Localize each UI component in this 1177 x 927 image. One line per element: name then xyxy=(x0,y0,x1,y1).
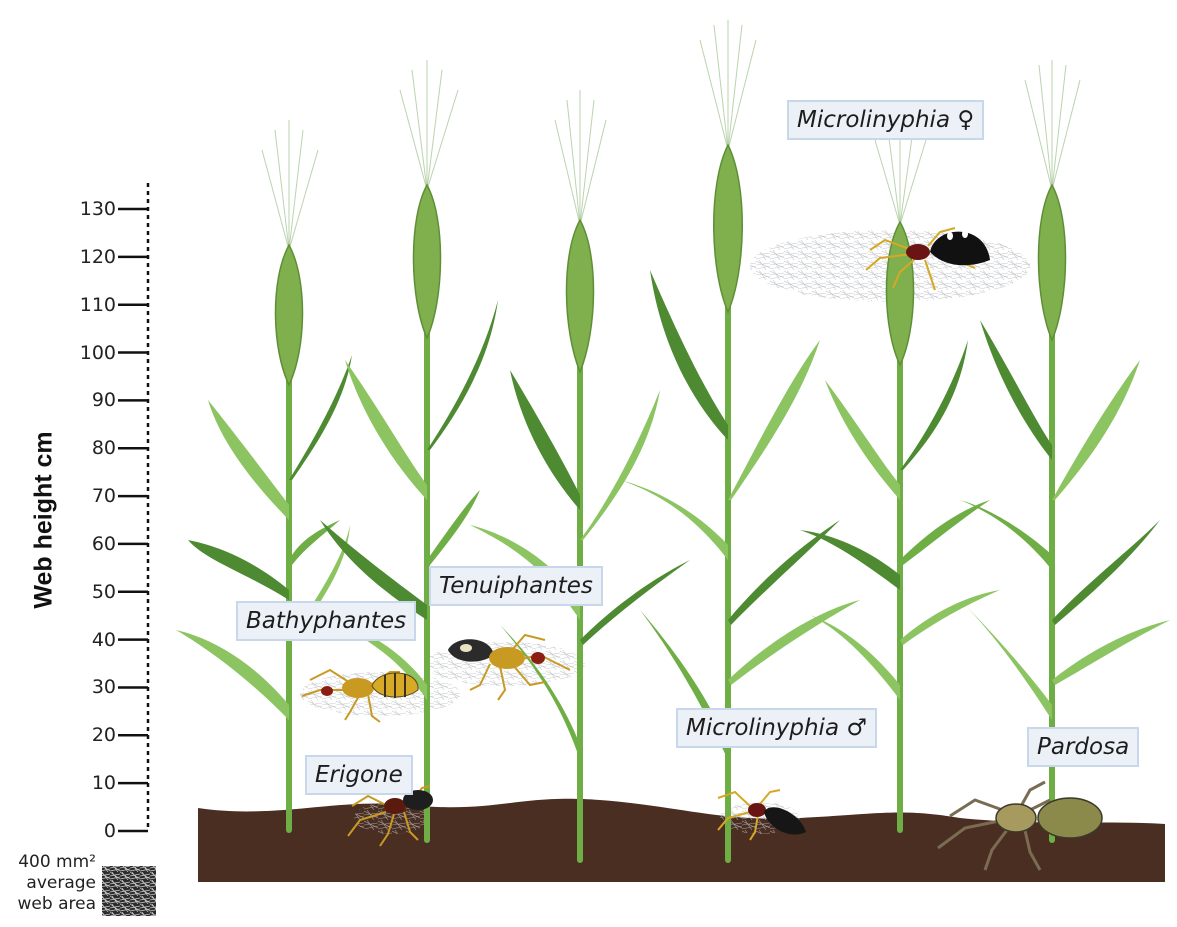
axis-tick-label: 30 xyxy=(58,677,116,697)
axis-tick-label: 50 xyxy=(58,582,116,602)
height-axis xyxy=(118,183,148,831)
axis-title-text: Web height cm xyxy=(30,431,59,608)
web-area-legend: 400 mm² average web area xyxy=(4,852,96,915)
axis-tick-label: 80 xyxy=(58,438,116,458)
wheat-ear xyxy=(1038,185,1065,340)
axis-tick-label: 60 xyxy=(58,534,116,554)
wheat-ear xyxy=(413,185,440,338)
axis-tick-label: 70 xyxy=(58,486,116,506)
wheat-plant xyxy=(470,360,690,860)
axis-tick-label: 120 xyxy=(58,247,116,267)
species-label-tenuiphantes: Tenuiphantes xyxy=(429,566,603,606)
species-label-pardosa: Pardosa xyxy=(1027,727,1139,767)
wheat-ear xyxy=(262,120,318,250)
wheat-ear xyxy=(714,145,743,312)
wheat-ear xyxy=(566,220,593,372)
species-label-erigone: Erigone xyxy=(305,755,413,795)
species-label-microlinyphia-female: Microlinyphia ♀ xyxy=(787,100,984,140)
axis-tick-label: 20 xyxy=(58,725,116,745)
wheat-plant xyxy=(800,340,1000,830)
wheat-plant xyxy=(620,270,860,860)
axis-tick-label: 90 xyxy=(58,390,116,410)
web-area-legend-swatch xyxy=(102,866,156,916)
wheat-ear xyxy=(555,90,606,225)
axis-tick-label: 40 xyxy=(58,630,116,650)
species-label-bathyphantes: Bathyphantes xyxy=(236,601,416,641)
axis-tick-label: 10 xyxy=(58,773,116,793)
legend-line-1: 400 mm² xyxy=(4,852,96,873)
wheat-ear xyxy=(700,20,756,150)
wheat-ear xyxy=(1025,60,1080,190)
axis-tick-label: 0 xyxy=(58,821,116,841)
axis-tick-label: 100 xyxy=(58,343,116,363)
axis-tick-label: 110 xyxy=(58,295,116,315)
axis-title: Web height cm xyxy=(14,390,74,650)
legend-line-2: average xyxy=(4,873,96,894)
wheat-ear xyxy=(275,245,302,385)
axis-tick-label: 130 xyxy=(58,199,116,219)
species-label-microlinyphia-male: Microlinyphia ♂ xyxy=(676,708,877,748)
wheat-ear xyxy=(400,60,458,190)
legend-line-3: web area xyxy=(4,894,96,915)
